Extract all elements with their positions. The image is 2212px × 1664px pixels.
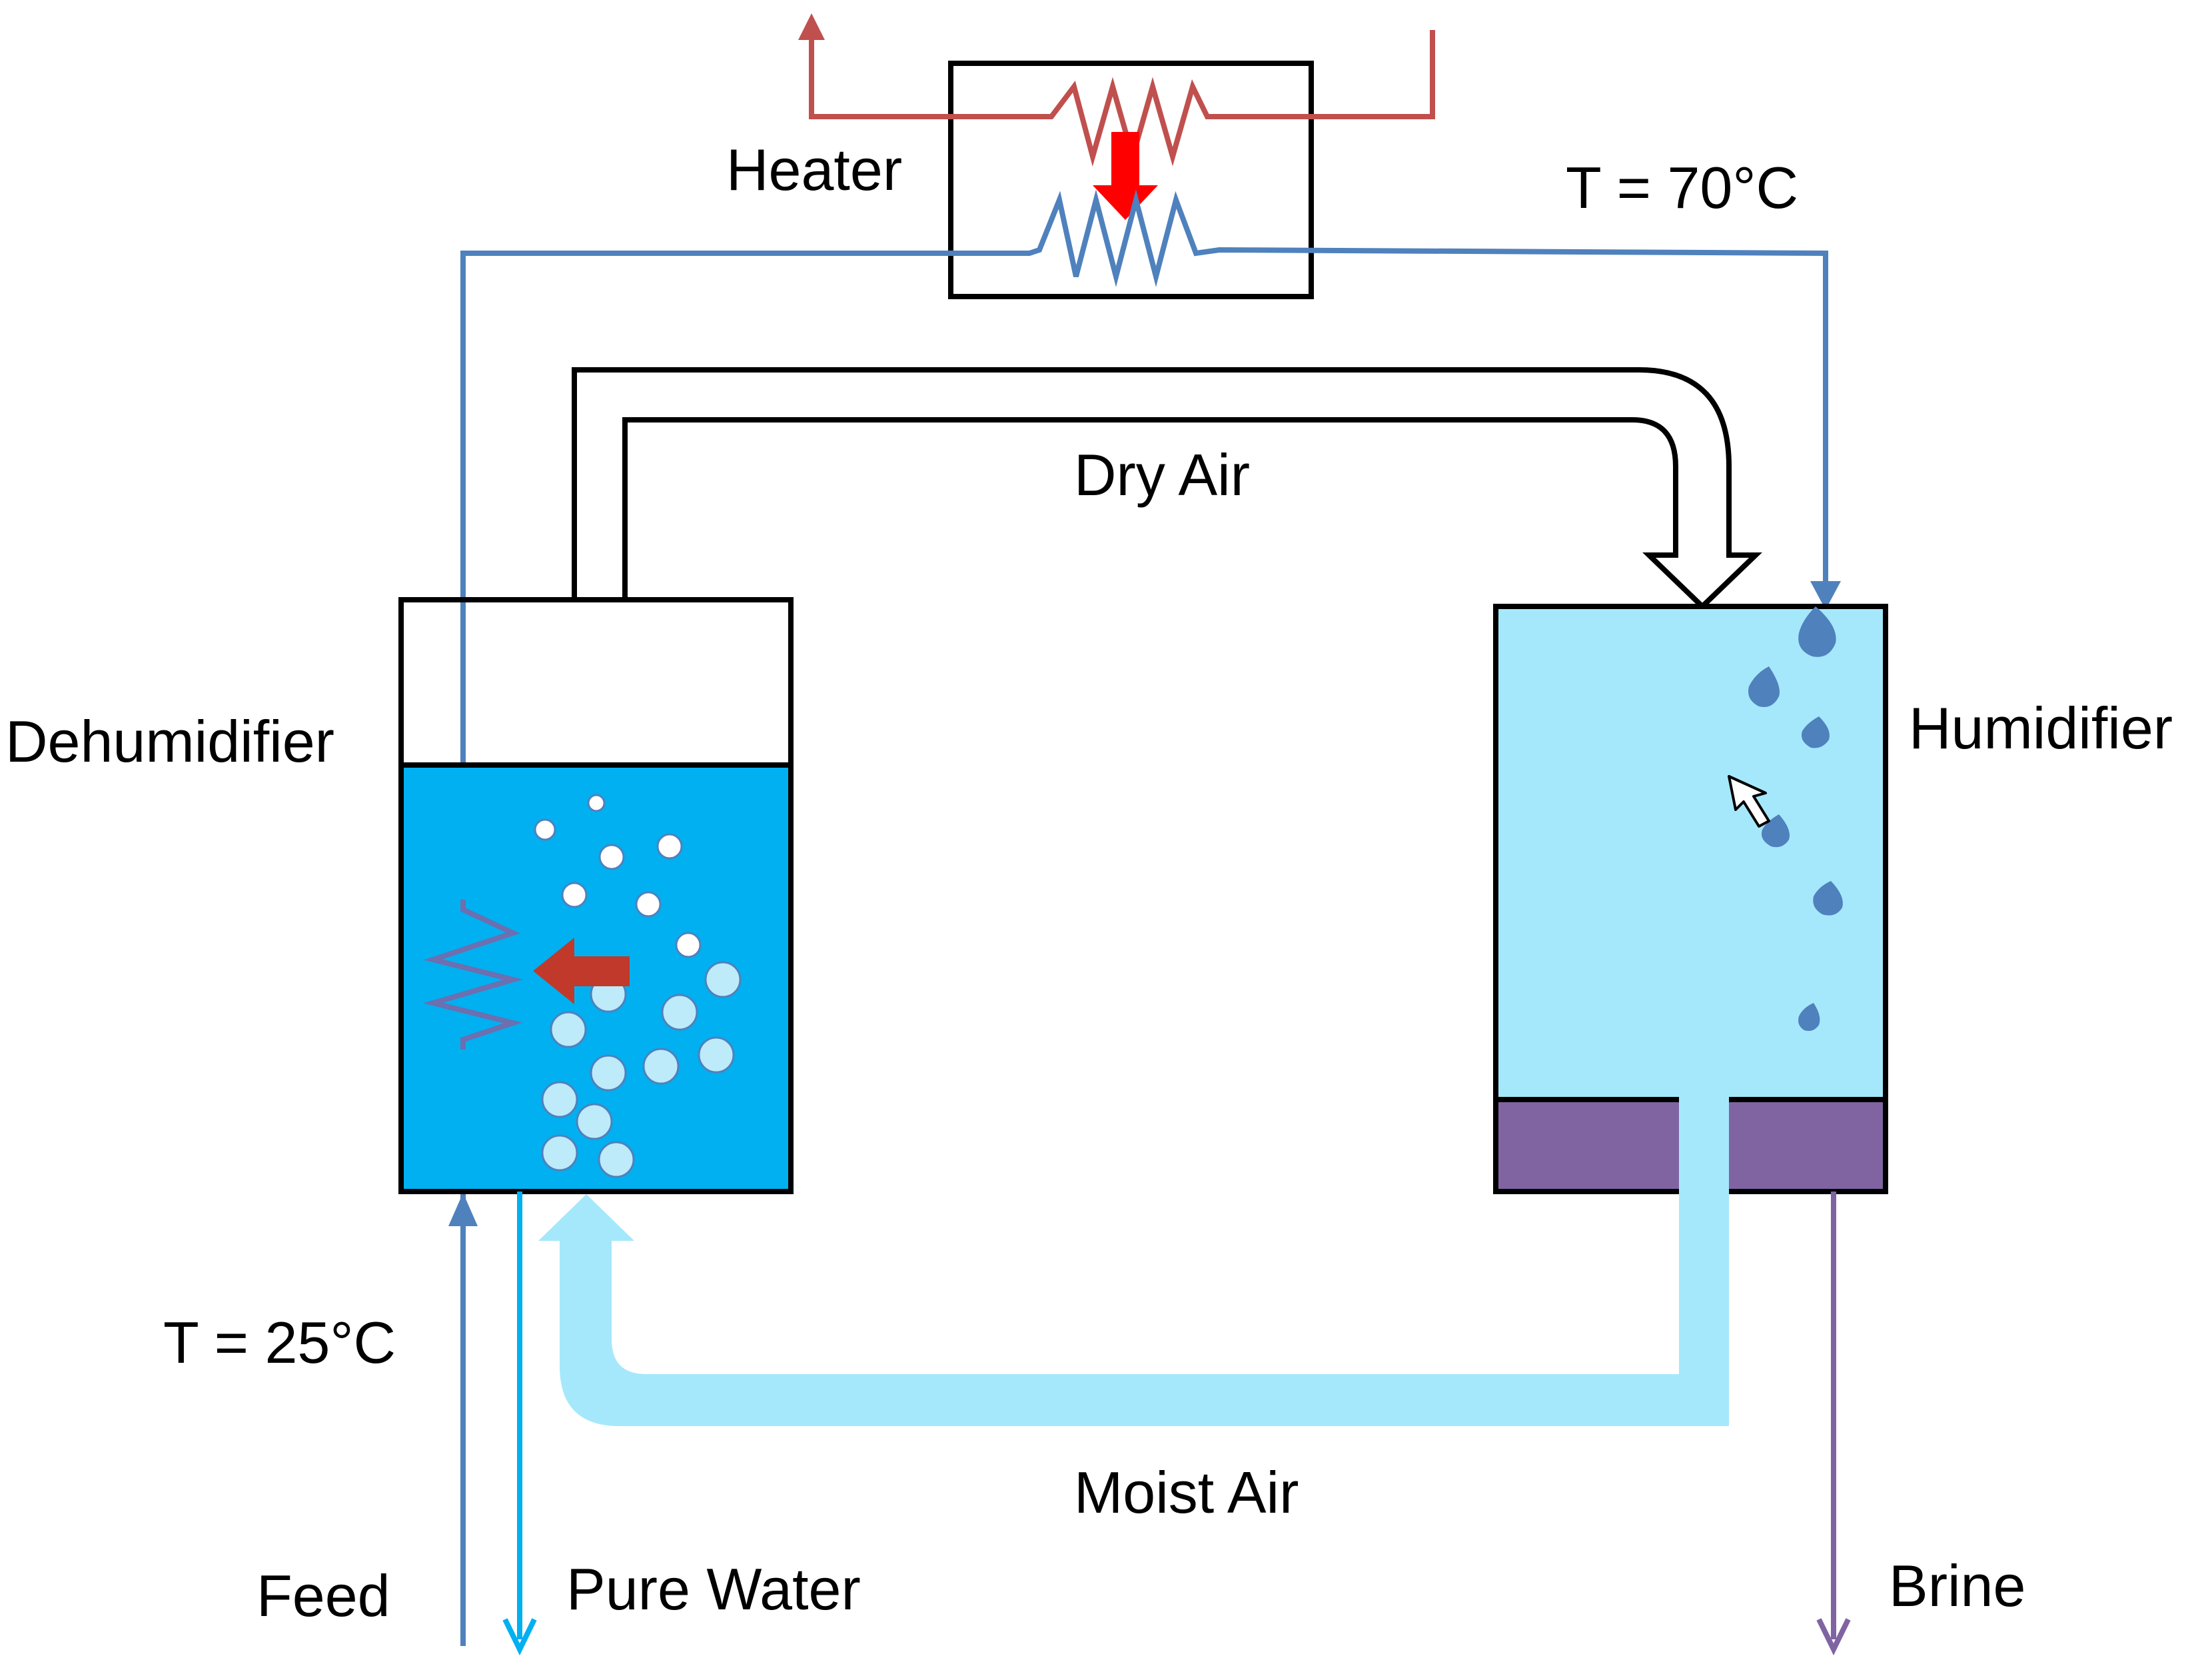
water-loop [448, 189, 1841, 1646]
brine-label: Brine [1889, 1553, 2025, 1619]
moist-air-label: Moist Air [1074, 1459, 1299, 1525]
dry-air-duct [572, 367, 1762, 610]
pure-water-line [502, 1192, 537, 1656]
bubbles [534, 794, 742, 1178]
dry-air-label: Dry Air [1074, 442, 1250, 508]
droplets [1748, 606, 1843, 1031]
pure-water-label: Pure Water [566, 1556, 861, 1622]
heat-release-arrow-icon [533, 938, 630, 1004]
hot-temperature-label: T = 70°C [1566, 155, 1798, 221]
mouse-pointer-icon [1728, 775, 1770, 828]
dehumidifier-label: Dehumidifier [5, 708, 334, 774]
heater-label: Heater [726, 137, 902, 203]
dehumidifier-tank [398, 597, 794, 1194]
condenser-coil-icon [422, 900, 524, 1050]
heat-transfer-arrow-icon [1093, 132, 1158, 220]
brine-line [1816, 1192, 1851, 1656]
humidifier-label: Humidifier [1909, 695, 2173, 761]
feed-label: Feed [257, 1563, 390, 1629]
cold-temperature-label: T = 25°C [163, 1309, 396, 1375]
moist-air-duct-body [538, 1096, 1729, 1426]
